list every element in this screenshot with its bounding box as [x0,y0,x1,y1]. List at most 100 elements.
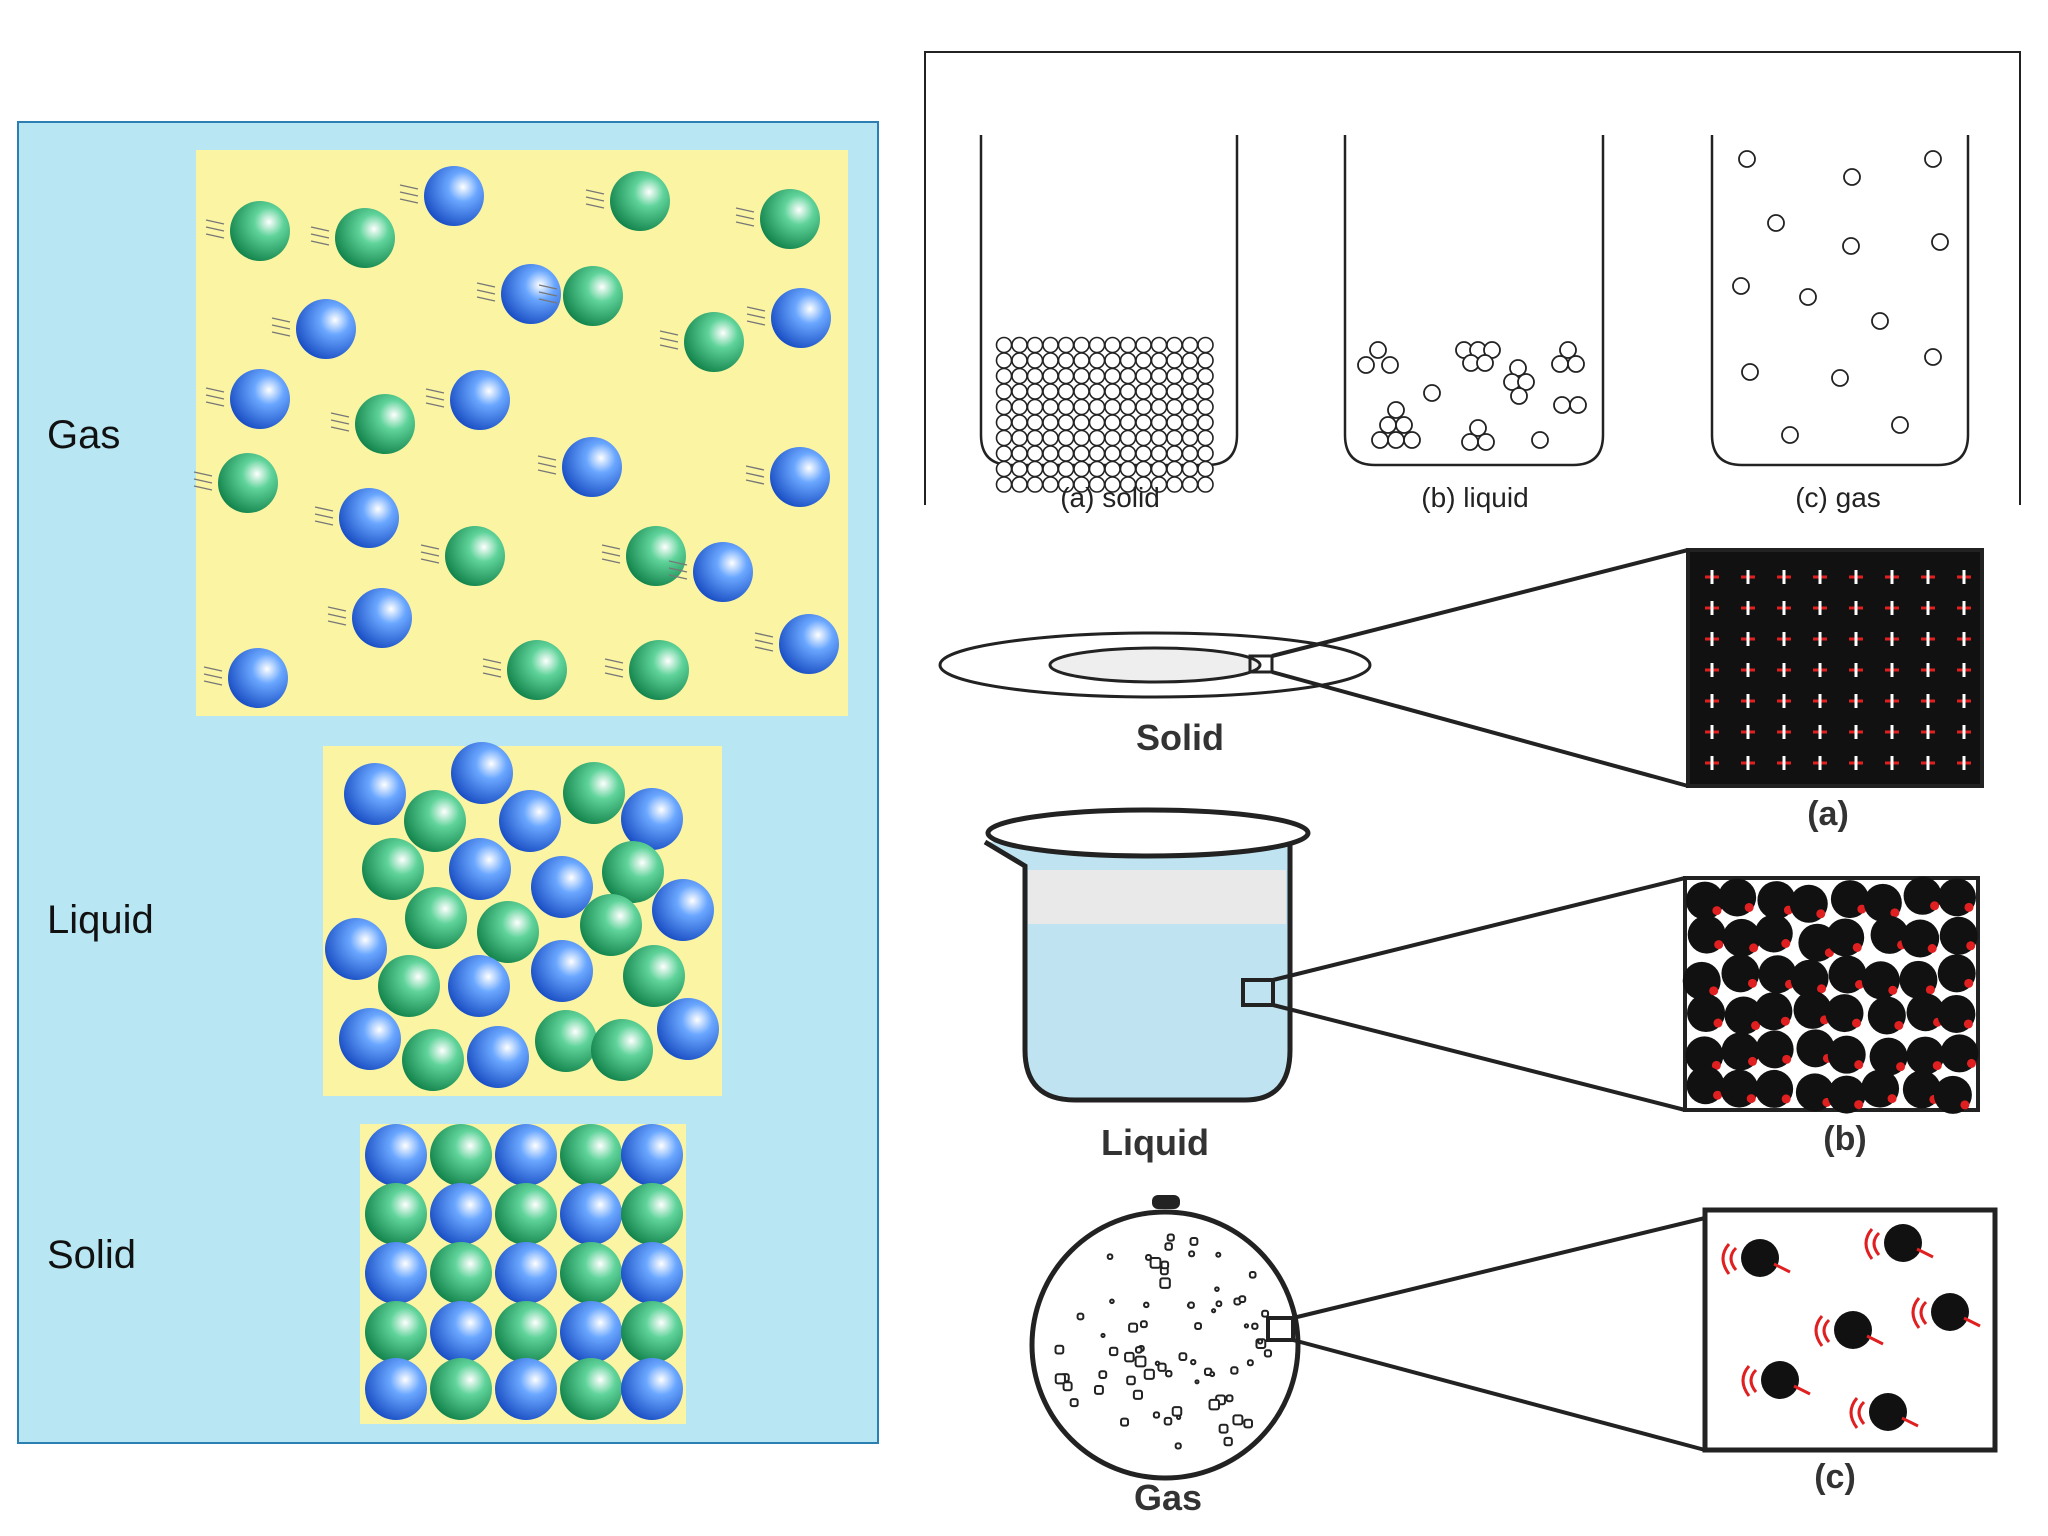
solid-particle [1181,367,1199,385]
lattice-particle [1957,570,1971,584]
zoom-line [1271,670,1689,788]
gas-flask-particle [1100,1332,1106,1338]
lattice-particle [1777,756,1791,770]
molecules [193,166,839,1420]
gas-particle [1891,416,1909,434]
gas-zoom-particle [1741,1361,1811,1399]
lattice-particle [1921,632,1935,646]
flask [1029,1209,1301,1481]
solid-particle [1073,445,1090,462]
solid-particle [1166,398,1183,416]
solid-molecule [495,1124,557,1186]
lattice-particle [1705,663,1719,677]
gas-molecule [693,542,753,602]
solid-particle [1119,336,1137,354]
gas-molecule [610,171,670,231]
solid-particle [1135,367,1152,385]
solid-molecule [430,1242,492,1304]
lattice-particle [1741,756,1755,770]
lattice-particle [1777,601,1791,615]
lattice-particle [1813,663,1827,677]
gas-particle [1843,168,1861,186]
gas-flask-particle [1215,1251,1222,1258]
solid-particle [1104,460,1121,478]
lattice-particle [1705,570,1719,584]
lattice-particle [1705,694,1719,708]
motion-mark [1932,1061,1942,1071]
solid-particle [1150,429,1168,447]
liquid-molecule [535,1010,597,1072]
liquid-molecule [467,1026,529,1088]
lattice-particle [1777,632,1791,646]
zoom-marker [1248,654,1274,674]
gas-particle [1799,288,1817,306]
solid-particle [1150,383,1168,400]
solid-particle [1119,429,1137,447]
liquid-particle [1369,341,1387,359]
gas-particle [1781,426,1799,444]
motion-lines [314,506,334,526]
motion-lines [271,317,291,337]
motion-lines [601,544,621,564]
lattice-particle [1705,756,1719,770]
solid-particle [1119,367,1137,385]
solid-molecule [430,1124,492,1186]
solid-particle [1135,460,1152,478]
solid-particle [1011,336,1028,354]
gas-molecule [339,488,399,548]
gas-flask-particle [1164,1242,1173,1251]
motion-lines [585,189,605,209]
solid-particle [1150,336,1168,354]
motion-mark [1855,980,1865,990]
liquid-particle [1379,416,1397,434]
motion-lines [537,455,557,475]
solid-molecule [365,1183,427,1245]
motion-mark [1930,901,1940,911]
solid-particle [995,445,1013,462]
solid-particle [1119,383,1137,400]
lattice-particle [1705,725,1719,739]
gas-flask-particle [1143,1368,1155,1380]
solid-particle [1119,398,1137,416]
gas-flask-particle [1246,1359,1254,1367]
gas-molecule [445,526,505,586]
solid-particle [1135,336,1152,354]
liquid-particle [1567,355,1585,373]
liquid-particle [1469,419,1487,437]
lattice-particle [1885,725,1899,739]
motion-lines [538,284,558,304]
solid-particle [1197,445,1214,462]
zoom-line [1292,1216,1706,1320]
motion-mark [1925,985,1935,995]
solid-particle [1088,398,1106,416]
gas-flask-particle [1214,1286,1220,1292]
lattice-particle [1849,756,1863,770]
gas-flask-particle [1054,1373,1066,1385]
solid-particle [1166,445,1183,462]
gas-flask-particle [1163,1416,1173,1426]
gas-particle [1842,237,1860,255]
solid-particle [1042,367,1059,385]
lattice-particle [1957,663,1971,677]
solid-particle [1073,352,1090,369]
liquid-molecule [531,940,593,1002]
gas-flask-particle [1248,1270,1257,1279]
liquid-molecule [657,998,719,1060]
gas-flask-particle [1209,1371,1216,1378]
solid-particle [1073,414,1090,431]
solid-particle [1057,429,1075,447]
gas-particle [1924,150,1942,168]
solid-particle [1181,414,1199,431]
lattice-particle [1885,601,1899,615]
solid-particle [1011,352,1028,369]
motion-mark [1888,985,1898,995]
beaker-air [1028,870,1286,924]
motion-lines [745,465,765,485]
gas-flask-particle [1106,1253,1114,1260]
liquid-label: Liquid [47,898,154,942]
gas-flask-particle [1232,1414,1244,1426]
liquid-particle [1403,431,1421,449]
solid-particle [1042,460,1059,478]
solid-particle [1197,414,1214,431]
liquid-molecule [451,742,513,804]
